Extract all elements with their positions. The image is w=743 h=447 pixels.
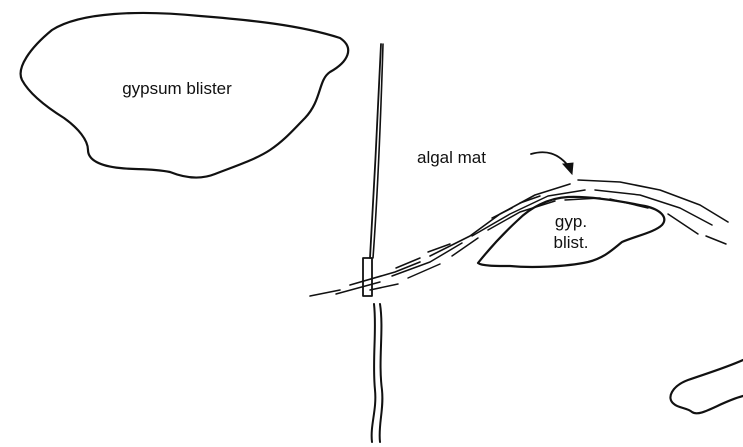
gypsum-blister-label: gypsum blister — [122, 79, 232, 98]
algal-mat-label: algal mat — [417, 148, 486, 167]
small-blister-label-line1: gyp. — [555, 212, 587, 231]
small-blister-label-line2: blist. — [554, 233, 589, 252]
partial-blister-outline — [670, 360, 743, 413]
survey-rod-lower-right — [380, 304, 383, 442]
survey-rod-upper-right — [373, 44, 383, 258]
algal-mat-arrowhead — [563, 163, 573, 174]
small-gypsum-blister-outline — [478, 197, 664, 267]
survey-rod-lower-left — [372, 304, 376, 442]
